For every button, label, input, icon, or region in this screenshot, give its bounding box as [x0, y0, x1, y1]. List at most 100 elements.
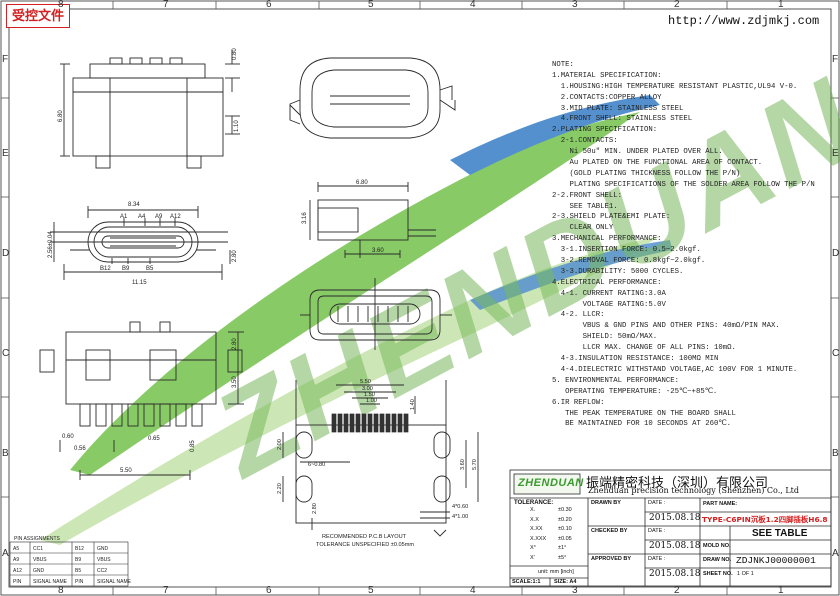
tolerance-format: X.X	[530, 516, 539, 523]
note-line: 3-3.DURABILITY: 5000 CYCLES.	[552, 267, 684, 276]
notes-block: NOTE:1.MATERIAL SPECIFICATION: 1.HOUSING…	[552, 60, 832, 430]
date-value: 2015.08.18	[649, 513, 701, 523]
note-line: 3.MID PLATE: STAINLESS STEEL	[552, 104, 684, 113]
tolerance-format: X.	[530, 507, 536, 513]
date-value: 2015.08.18	[649, 541, 701, 551]
pin-table-cell: A5	[13, 546, 19, 552]
pin-table	[9, 541, 129, 587]
dim-label: 6.80	[58, 110, 64, 122]
dim-label: 0.60	[62, 434, 74, 440]
size-label: SIZE: A4	[554, 579, 577, 585]
dim-label: 4*1.00	[452, 514, 468, 520]
note-line: 4-4.DIELECTRIC WITHSTAND VOLTAGE,AC 100V…	[552, 365, 798, 374]
pin-table-cell: SIGNAL NAME	[33, 579, 68, 585]
controlled-document-stamp: 受控文件	[6, 4, 70, 28]
note-line: 2-2.FRONT SHELL:	[552, 191, 623, 200]
dim-label: 0.85	[190, 440, 196, 452]
connector-plan-view	[300, 278, 452, 350]
tolerance-format: X.XX	[530, 526, 543, 532]
dim-label: 3.00	[362, 386, 373, 392]
pin-label: A4	[138, 214, 146, 220]
isometric-view	[289, 57, 456, 139]
frame-row-label: F	[2, 54, 9, 65]
note-line: OPERATING TEMPERATURE: -25℃~+85℃.	[552, 387, 718, 396]
frame-col-label: 6	[266, 0, 272, 10]
pin-table-cell: PIN	[75, 579, 84, 585]
frame-row-label: D	[2, 248, 10, 259]
frame-col-label: 5	[368, 0, 374, 10]
dim-label: 2.00	[277, 439, 283, 450]
tolerance-label: TOLERANCE:	[514, 500, 554, 506]
note-line: VOLTAGE RATING:5.0V	[552, 300, 666, 309]
frame-row-label: F	[832, 54, 839, 65]
note-line: 1.MATERIAL SPECIFICATION:	[552, 71, 662, 80]
part-name-value: TYPE-C6PIN沉板1.2四脚插板H6.8	[702, 515, 828, 524]
bottom-view	[39, 321, 244, 480]
website-url[interactable]: http://www.zdjmkj.com	[668, 14, 820, 28]
pin-table-cell: GND	[33, 568, 45, 574]
note-line: 2.PLATING SPECIFICATION:	[552, 126, 658, 135]
pin-table-cell: CC1	[33, 546, 43, 552]
dim-label: 2.80	[312, 503, 318, 514]
dim-label: 2.56±0.04	[48, 231, 54, 258]
scale-label: SCALE:1:1	[512, 579, 541, 585]
note-line: VBUS & GND PINS AND OTHER PINS: 40mΩ/PIN…	[552, 322, 780, 331]
pin-table-cell: VBUS	[97, 557, 111, 563]
dim-label: 0.80	[232, 48, 238, 60]
company-name-en: Zhenduan precision technology (Shenzhen)…	[588, 486, 799, 495]
dim-label: 5.70	[472, 459, 478, 470]
frame-col-label: 1	[778, 585, 784, 596]
dim-label: 11.15	[132, 280, 147, 286]
approved-by-label: APPROVED BY	[591, 556, 632, 562]
note-line: 2.CONTACTS:COPPER ALLOY	[552, 93, 662, 102]
frame-row-label: B	[832, 448, 839, 459]
company-name-cn: 振端精密科技（深圳）有限公司	[586, 476, 769, 491]
pin-table-cell: B12	[75, 546, 84, 552]
date-value: 2015.08.18	[649, 569, 701, 579]
date-label: DATE :	[648, 500, 666, 506]
pin-table-cell: A12	[13, 568, 22, 574]
dim-label: 5.50	[360, 379, 371, 385]
tolerance-value: ±5°	[558, 554, 567, 561]
tolerance-value: ±0.30	[558, 507, 572, 513]
pin-label: A1	[120, 214, 128, 220]
pin-label: A12	[170, 214, 181, 220]
note-line: THE PEAK TEMPERATURE ON THE BOARD SHALL	[552, 409, 736, 418]
frame-col-label: 6	[266, 585, 272, 596]
top-view	[60, 50, 240, 169]
pin-table-cell: VBUS	[33, 557, 47, 563]
pin-table-cell: CC2	[97, 568, 107, 574]
note-line: 3-1.INSERTION FORCE: 0.5~2.0kgf.	[552, 246, 701, 255]
pin-table-cell: PIN	[13, 579, 22, 585]
frame-row-label: D	[832, 248, 840, 259]
front-view	[50, 206, 231, 280]
note-line: 2-3.SHIELD PLATE&EMI PLATE:	[552, 213, 671, 222]
frame-row-label: E	[832, 148, 839, 159]
pin-table-cell: A9	[13, 557, 19, 563]
dim-label: 3.16	[302, 212, 308, 224]
tolerance-value: ±0.05	[558, 535, 572, 542]
dim-label: 2.20	[277, 483, 283, 494]
pin-table-cell: B9	[75, 557, 81, 563]
dim-label: 3.60	[460, 459, 466, 470]
tolerance-format: X.XXX	[530, 535, 547, 542]
frame-col-label: 8	[58, 585, 64, 596]
note-line: 6.IR REFLOW:	[552, 398, 605, 407]
note-line: NOTE:	[552, 61, 574, 69]
dim-label: 8.34	[128, 202, 140, 208]
frame-row-label: C	[832, 348, 840, 359]
dim-label: 2.80	[232, 250, 238, 262]
note-line: 3-2.REMOVAL FORCE: 0.8kgf~2.0kgf.	[552, 257, 706, 266]
date-label: DATE :	[648, 556, 666, 562]
dim-label: 1.40	[410, 399, 416, 410]
note-line: Ni 50u" MIN. UNDER PLATED OVER ALL.	[552, 148, 723, 157]
frame-row-label: E	[2, 148, 9, 159]
note-line: 3.MECHANICAL PERFORMANCE:	[552, 235, 662, 244]
part-name-label: PART NAME:	[703, 501, 738, 507]
tolerance-format: X°	[530, 545, 536, 551]
pin-label: A9	[155, 214, 163, 220]
frame-col-label: 8	[58, 0, 64, 10]
pin-table-cell: SIGNAL NAME	[97, 579, 132, 585]
logo-text: ZHENDUAN	[518, 477, 584, 489]
